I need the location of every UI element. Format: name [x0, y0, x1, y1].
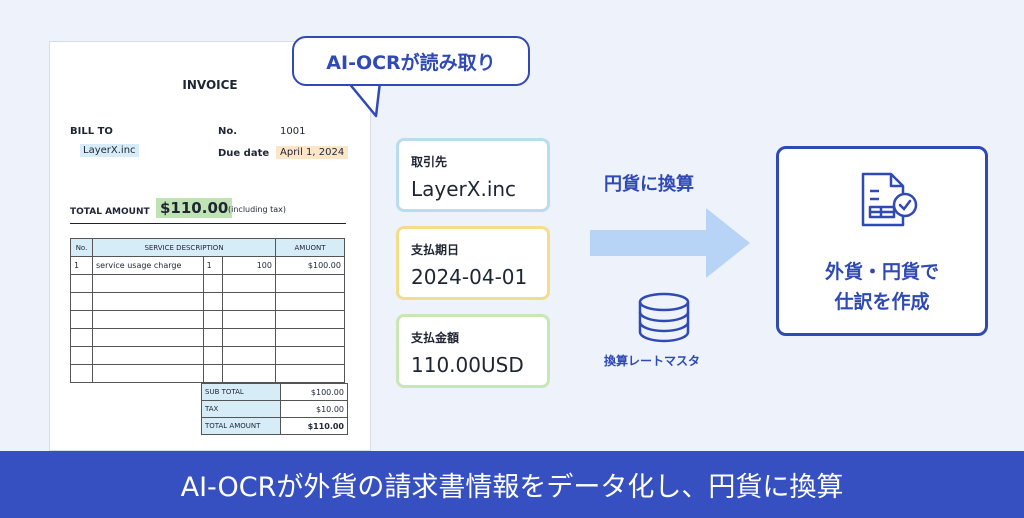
table-header-row: No. SERVICE DESCRIPTION AMUONT: [70, 238, 345, 257]
arrow-right-icon: [590, 208, 750, 278]
due-date-label: Due date: [218, 148, 270, 159]
divider: [70, 223, 346, 224]
grand-total-label: TOTAL AMOUNT: [201, 417, 281, 435]
footer-banner: AI-OCRが外貨の請求書情報をデータ化し、円貨に換算: [0, 451, 1024, 518]
tax-label: TAX: [201, 400, 281, 418]
table-row: [70, 346, 345, 365]
bill-to-value: LayerX.inc: [80, 144, 139, 157]
total-amount-label: TOTAL AMOUNT: [70, 207, 150, 217]
rate-master-label: 換算レートマスタ: [604, 354, 701, 368]
summary-row: TOTAL AMOUNT$110.00: [201, 417, 348, 435]
field-value: LayerX.inc: [411, 177, 517, 201]
row-desc: service usage charge: [92, 256, 204, 275]
table-row: [70, 310, 345, 329]
row-qty: 1: [202, 256, 224, 275]
row-amount: $100.00: [275, 256, 345, 275]
row-no: 1: [70, 256, 93, 275]
journal-result-box: 外貨・円貨で 仕訳を作成: [776, 146, 988, 336]
database-icon: [638, 292, 690, 343]
table-row: [70, 274, 345, 293]
grand-total-value: $110.00: [280, 417, 348, 435]
field-card-amount: 支払金額 110.00USD: [396, 314, 550, 388]
field-label: 支払金額: [411, 331, 460, 345]
tax-value: $10.00: [280, 400, 348, 418]
ai-ocr-bubble: AI-OCRが読み取り: [292, 36, 530, 86]
line-items-table: No. SERVICE DESCRIPTION AMUONT 1 service…: [70, 238, 345, 383]
field-value: 2024-04-01: [411, 265, 528, 289]
table-row: [70, 292, 345, 311]
table-row: 1 service usage charge 1 100 $100.00: [70, 256, 345, 275]
table-row: [70, 364, 345, 383]
subtotal-label: SUB TOTAL: [201, 383, 281, 401]
field-label: 支払期日: [411, 243, 460, 257]
invoice-no-label: No.: [218, 126, 238, 137]
summary-row: SUB TOTAL$100.00: [201, 383, 348, 401]
result-line-2: 仕訳を作成: [834, 291, 930, 313]
col-no: No.: [70, 238, 93, 257]
table-row: [70, 328, 345, 347]
document-check-icon: [861, 172, 918, 227]
summary-row: TAX$10.00: [201, 400, 348, 418]
field-label: 取引先: [411, 155, 448, 169]
result-text: 外貨・円貨で 仕訳を作成: [779, 257, 985, 317]
convert-label: 円貨に換算: [604, 174, 694, 195]
due-date-value: April 1, 2024: [276, 146, 349, 159]
field-value: 110.00USD: [411, 353, 524, 377]
invoice-document: INVOICE BILL TO LayerX.inc No. 1001 Due …: [50, 42, 370, 450]
summary-table: SUB TOTAL$100.00 TAX$10.00 TOTAL AMOUNT$…: [201, 383, 348, 435]
total-amount-note: (including tax): [228, 205, 286, 214]
invoice-title: INVOICE: [182, 78, 238, 92]
field-card-vendor: 取引先 LayerX.inc: [396, 138, 550, 212]
bill-to-label: BILL TO: [70, 126, 113, 137]
col-description: SERVICE DESCRIPTION: [92, 238, 276, 257]
row-price: 100: [222, 256, 276, 275]
subtotal-value: $100.00: [280, 383, 348, 401]
result-line-1: 外貨・円貨で: [824, 261, 939, 283]
col-amount: AMUONT: [275, 238, 345, 257]
total-amount-value: $110.00: [156, 198, 233, 218]
bubble-tail: [346, 80, 384, 118]
invoice-no-value: 1001: [280, 126, 306, 137]
field-card-due-date: 支払期日 2024-04-01: [396, 226, 550, 300]
